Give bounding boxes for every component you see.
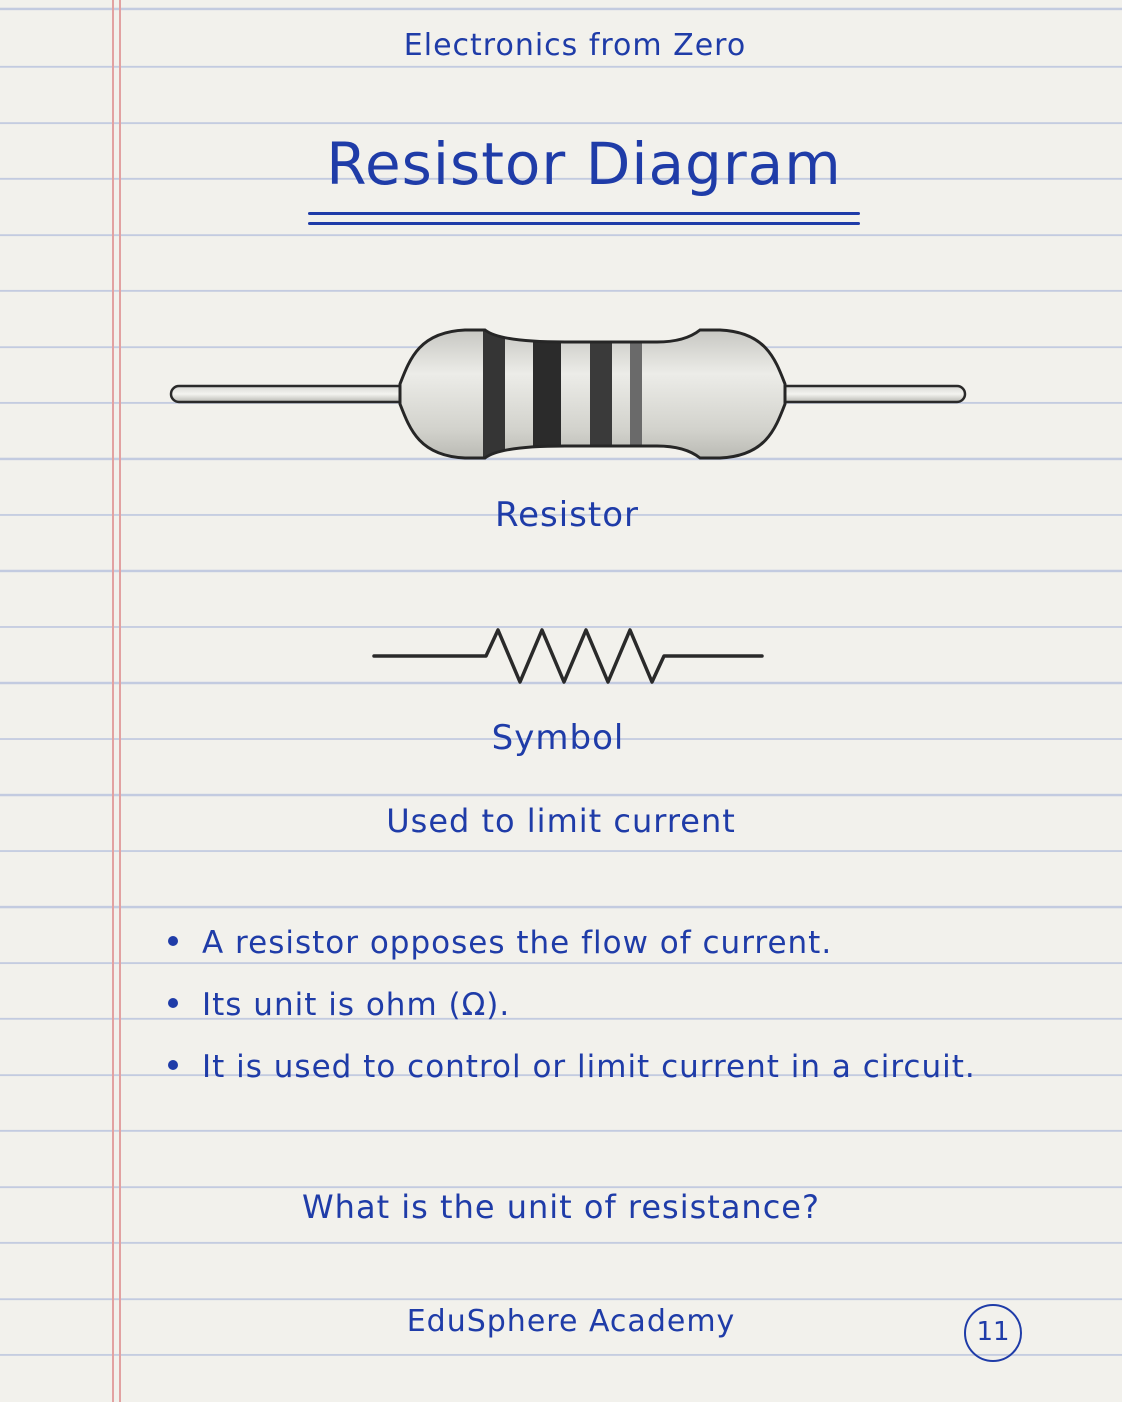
review-question: What is the unit of resistance? [302,1188,820,1226]
color-band-3 [590,330,612,458]
resistor-body [398,328,787,460]
bullet-icon [168,1059,178,1070]
diagram-caption: Used to limit current [386,802,736,840]
title-underline [308,222,860,225]
color-band-2 [533,330,561,458]
page-number: 11 [964,1304,1022,1362]
color-band-1 [483,330,505,458]
bullet-icon [168,935,178,946]
resistor-lead-left [169,384,413,404]
publisher-name: EduSphere Academy [406,1304,736,1339]
page-title: Resistor Diagram [326,130,842,198]
list-item: A resistor opposes the flow of current. [168,912,976,974]
symbol-label: Symbol [491,718,625,758]
bullet-list: A resistor opposes the flow of current. … [168,912,976,1098]
list-item-text: It is used to control or limit current i… [202,1049,976,1085]
margin-line [112,0,114,1402]
list-item: It is used to control or limit current i… [168,1036,976,1098]
bullet-icon [168,997,178,1008]
resistor-symbol [372,628,764,684]
list-item-text: A resistor opposes the flow of current. [202,925,833,961]
resistor-illustration [169,328,967,460]
subject-heading: Electronics from Zero [403,28,747,63]
title-underline [308,212,860,215]
list-item: Its unit is ohm (Ω). [168,974,976,1036]
list-item-text: Its unit is ohm (Ω). [202,987,511,1023]
resistor-label: Resistor [495,495,639,535]
color-band-4 [630,330,642,458]
margin-line [119,0,121,1402]
